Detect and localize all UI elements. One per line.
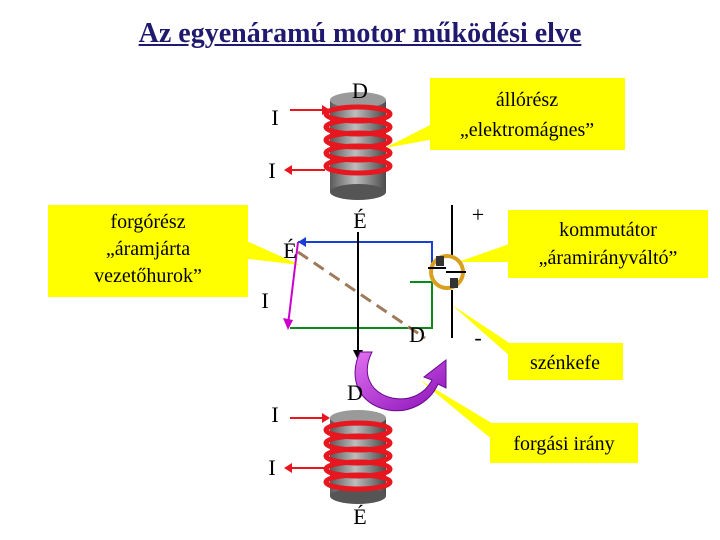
slide-title: Az egyenáramú motor működési elve [138,18,582,49]
rotation-arrow [354,351,447,412]
bottom-magnet-pole-label: D [347,380,363,405]
brush-upper [436,256,444,266]
commutator-callout-line-2: „áramirányváltó” [539,247,678,269]
rotor-callout-line-1: forgórész [110,211,185,233]
bottom-current-label-1: I [271,402,278,427]
minus-terminal-label: - [474,325,481,350]
top-current-label-1: I [271,105,278,130]
rotation-callout: forgási irány [420,380,638,463]
loop-wire-green [290,281,433,329]
bottom-coil [323,420,393,492]
commutator-callout: kommutátor „áramirányváltó” [458,210,708,278]
top-coil [323,104,393,176]
stator-callout-line-1: állórész [496,89,558,111]
bottom-electromagnet [284,410,393,504]
bottom-current-label-2: I [268,455,275,480]
loop-north-left-label: É [283,238,296,263]
loop-current-label: I [261,288,268,313]
brush-callout: szénkefe [452,305,623,380]
top-current-label-2: I [268,158,275,183]
commutator [428,205,466,338]
loop-south-label: D [409,322,425,347]
top-magnet-pole-label: D [352,78,368,103]
brush-lower [450,278,458,288]
commutator-callout-line-1: kommutátor [559,219,657,241]
loop-wire-magenta [287,241,299,326]
loop-wire-blue [298,241,442,263]
field-line [297,250,426,340]
stator-callout-line-2: „elektromágnes” [460,119,594,141]
plus-terminal-label: + [472,202,484,227]
rotor-callout: forgórész „áramjárta vezetőhurok” [48,205,300,297]
bottom-north-label: É [353,504,366,529]
brush-callout-text: szénkefe [530,352,600,374]
top-electromagnet [284,92,393,200]
rotor-callout-line-2: „áramjárta [106,238,190,260]
bottom-core [330,418,386,496]
stator-callout: állórész „elektromágnes” [385,78,625,150]
loop-north-top-label: É [353,208,366,233]
rotor-callout-line-3: vezetőhurok” [94,265,202,287]
rotation-callout-text: forgási irány [513,433,614,455]
